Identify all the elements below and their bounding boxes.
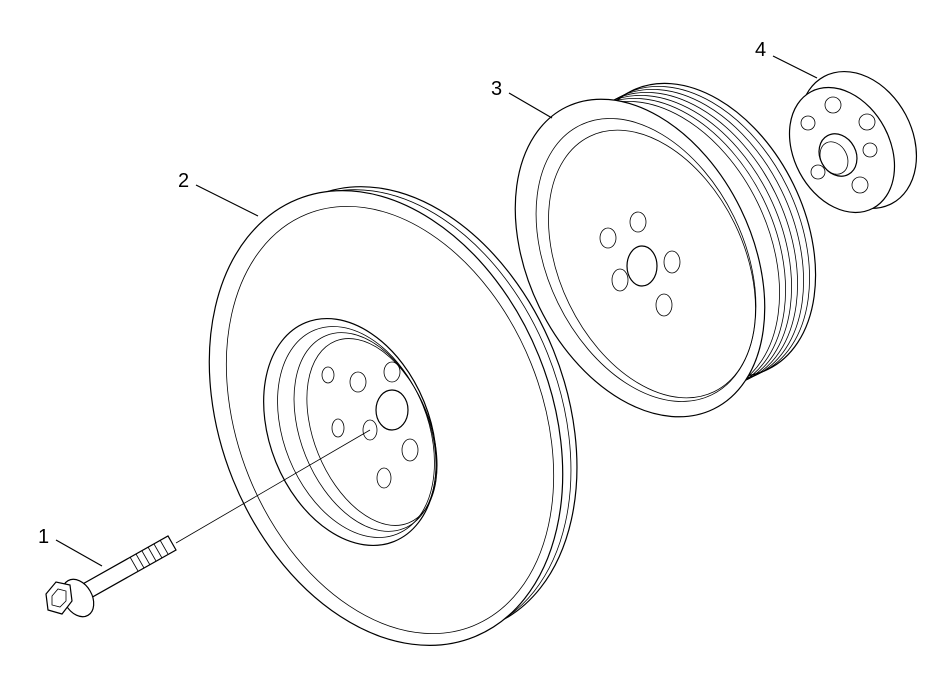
part-bolt	[45, 429, 371, 618]
callout-label-2: 2	[178, 170, 189, 192]
part-damper-pulley	[208, 186, 578, 646]
leader-line-4	[772, 55, 818, 79]
callout-label-3: 3	[491, 78, 502, 100]
callout-2: 2	[178, 170, 259, 217]
callout-3: 3	[491, 78, 553, 119]
part-ribbed-pulley	[514, 82, 817, 418]
callout-4: 4	[755, 39, 818, 79]
part-hub-spacer	[788, 70, 918, 214]
leader-line-3	[508, 92, 553, 119]
callout-label-1: 1	[38, 526, 49, 548]
leader-line-1	[55, 539, 103, 567]
callout-1: 1	[38, 526, 103, 567]
callout-label-4: 4	[755, 39, 766, 61]
leader-line-2	[195, 184, 259, 217]
